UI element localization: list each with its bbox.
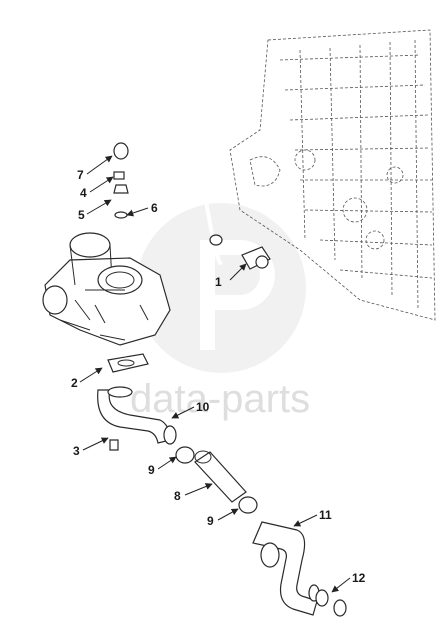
callout-4: 4 <box>80 186 87 200</box>
callout-2: 2 <box>71 376 78 390</box>
watermark-logo <box>136 203 306 373</box>
leader-5 <box>86 199 112 215</box>
leader-6 <box>126 207 149 217</box>
callout-8: 8 <box>174 489 181 503</box>
callout-1: 1 <box>215 275 222 289</box>
callout-3: 3 <box>73 444 80 458</box>
pipe-part-11 <box>252 521 320 616</box>
leader-9b <box>217 508 239 521</box>
fitting-stack <box>113 171 129 219</box>
o-rings-part-12 <box>315 589 347 617</box>
leader-4 <box>89 176 114 193</box>
engine-block <box>229 29 436 321</box>
leader-9a <box>157 456 177 470</box>
leader-8 <box>184 483 213 496</box>
callout-5: 5 <box>78 208 85 222</box>
leader-12 <box>331 577 351 593</box>
callout-labels: 1 2 3 4 5 6 7 8 9 9 10 11 12 <box>71 168 366 585</box>
callout-6: 6 <box>151 201 158 215</box>
sensor-part-1 <box>241 246 271 270</box>
callout-9a: 9 <box>148 463 155 477</box>
callout-9b: 9 <box>207 514 214 528</box>
leader-2 <box>79 367 103 383</box>
leader-3 <box>82 437 109 451</box>
leader-7 <box>86 155 113 175</box>
elbow-part-10 <box>97 386 177 445</box>
leader-10 <box>171 406 195 419</box>
callout-7: 7 <box>77 168 84 182</box>
clamp-part-9b <box>238 496 258 514</box>
thermostat-housing <box>42 232 171 346</box>
watermark-text: data-parts <box>130 377 310 421</box>
gasket-part-2 <box>107 353 149 373</box>
callout-leaders <box>79 155 351 593</box>
callout-12: 12 <box>352 571 366 585</box>
coolant-hose-upper <box>113 134 223 266</box>
bolt-part-3 <box>109 439 119 451</box>
clamp-part-9a <box>175 446 195 464</box>
callout-11: 11 <box>319 508 332 522</box>
leader-1 <box>229 263 247 281</box>
leader-11 <box>293 514 318 527</box>
hose-part-8 <box>194 450 247 503</box>
callout-10: 10 <box>196 400 210 414</box>
